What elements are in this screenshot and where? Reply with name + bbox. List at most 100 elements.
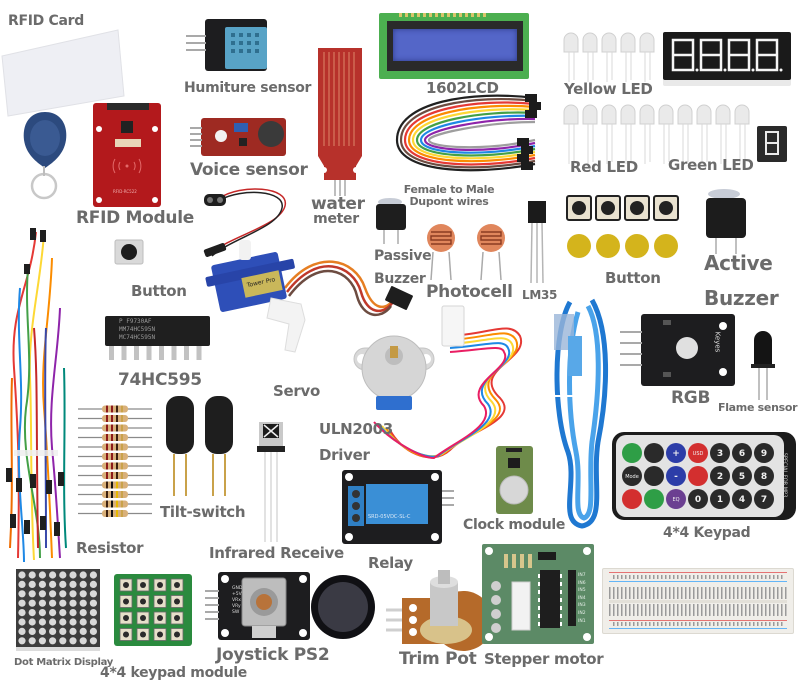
- matrix-dot: [89, 571, 97, 579]
- matrix-dot: [38, 627, 46, 635]
- matrix-dot: [59, 590, 67, 598]
- ir-remote: + - 0 3 2 1 6 5 4 9 8 7 Mode EQ USD: [612, 432, 796, 520]
- matrix-dot: [69, 627, 77, 635]
- keypad-module-label: 4*4 keypad module: [100, 665, 247, 681]
- red-led-label: Red LED: [570, 158, 638, 176]
- clock-module: [496, 446, 533, 514]
- breadboard: [602, 568, 794, 634]
- matrix-dot: [28, 637, 36, 645]
- passive-buzzer: [376, 198, 406, 244]
- yellow-leds: [563, 32, 655, 82]
- rfid-card: [1, 29, 125, 117]
- joystick-pin-vry: VRy: [232, 604, 241, 609]
- matrix-dot: [79, 609, 87, 617]
- remote-key-4: 4: [739, 495, 745, 505]
- matrix-dot: [18, 571, 26, 579]
- chip-text-line3: MC74HC595N: [119, 334, 156, 341]
- uln2003-label-line2: Driver: [319, 446, 370, 464]
- stepper-pin-in4: IN4: [578, 595, 586, 601]
- dupont-wires: [395, 94, 541, 172]
- joystick-module: GND +5V VRx VRy SW: [218, 572, 310, 640]
- lm35-sensor: [528, 201, 546, 284]
- rfid-module-label: RFID Module: [76, 208, 194, 228]
- keypad-module-key: [153, 595, 167, 608]
- remote-key-3: 3: [717, 449, 723, 459]
- resistor: [78, 434, 152, 441]
- rgb-board-text: Keyes: [713, 331, 722, 353]
- keypad-module-key: [170, 628, 184, 641]
- resistor: [78, 415, 152, 422]
- keypad-module-key: [136, 578, 150, 592]
- matrix-dot: [49, 580, 57, 588]
- matrix-dot: [49, 618, 57, 626]
- joystick-pin-sw: SW: [232, 610, 240, 615]
- relay-board-text: SRD-05VDC-SL-C: [368, 514, 411, 520]
- rfid-card-label: RFID Card: [8, 13, 84, 29]
- resistor: [78, 481, 152, 489]
- resistor: [78, 443, 152, 451]
- keypad-module-key: [119, 595, 133, 608]
- joystick-label: Joystick PS2: [216, 645, 330, 665]
- infrared-receive-label: Infrared Receive: [209, 544, 344, 562]
- infrared-receiver: [257, 422, 285, 542]
- jumper-wire-bundle: [6, 228, 67, 563]
- rgb-module: Keyes: [641, 314, 735, 386]
- matrix-dot: [89, 637, 97, 645]
- matrix-dot: [18, 580, 26, 588]
- matrix-dot: [18, 627, 26, 635]
- matrix-dot: [79, 590, 87, 598]
- keypad-module-key: [153, 628, 167, 641]
- matrix-dot: [18, 599, 26, 607]
- matrix-dot: [59, 571, 67, 579]
- stepper-pin-in7: IN7: [578, 573, 586, 578]
- resistors: [78, 405, 152, 517]
- matrix-dot: [69, 609, 77, 617]
- humiture-sensor: [205, 19, 267, 71]
- resistor: [78, 405, 152, 413]
- remote-key-7: 7: [761, 495, 767, 505]
- resistor: [78, 472, 152, 479]
- stepper-pin-in5: IN5: [578, 588, 586, 594]
- passive-buzzer-label-line1: Passive: [374, 248, 432, 264]
- resistor-label: Resistor: [76, 539, 144, 557]
- resistor: [78, 453, 152, 460]
- matrix-dot: [49, 590, 57, 598]
- matrix-dot: [28, 627, 36, 635]
- rgb-label: RGB: [671, 388, 711, 408]
- resistor: [78, 462, 152, 470]
- keypad-module-key: [153, 611, 167, 625]
- stepper-driver-board: IN7 IN6 IN5 IN4 IN3 IN2 IN1: [482, 544, 594, 644]
- matrix-dot: [59, 637, 67, 645]
- matrix-dot: [69, 580, 77, 588]
- matrix-dot: [79, 627, 87, 635]
- keypad-module-key: [119, 578, 133, 592]
- matrix-dot: [28, 599, 36, 607]
- matrix-dot: [59, 618, 67, 626]
- servo: Tower Pro: [205, 240, 413, 353]
- joystick-pin-5v: +5V: [232, 592, 242, 597]
- matrix-dot: [38, 599, 46, 607]
- keypad-module-key: [170, 595, 184, 608]
- remote-key-eq: EQ: [672, 497, 679, 503]
- relay-label: Relay: [368, 554, 413, 572]
- matrix-dot: [89, 609, 97, 617]
- matrix-dot: [18, 618, 26, 626]
- matrix-dot: [59, 609, 67, 617]
- uln2003-label-line1: ULN2003: [319, 420, 393, 438]
- matrix-dot: [38, 590, 46, 598]
- matrix-dot: [79, 599, 87, 607]
- flame-sensor-label: Flame sensor: [718, 401, 798, 414]
- remote-label: 4*4 Keypad: [663, 525, 751, 541]
- chip-text-line2: MM74HC595N: [119, 326, 156, 333]
- matrix-dot: [69, 599, 77, 607]
- matrix-dot: [89, 580, 97, 588]
- humiture-sensor-label: Humiture sensor: [184, 80, 312, 96]
- active-buzzer: [706, 189, 746, 254]
- joystick-pin-vrx: VRx: [232, 598, 241, 603]
- water-meter: [318, 48, 362, 196]
- rfid-board-text: RFID-RC522: [113, 189, 137, 194]
- matrix-dot: [89, 618, 97, 626]
- tactile-buttons: [566, 195, 679, 258]
- photocell-label: Photocell: [426, 282, 513, 302]
- remote-key-8: 8: [761, 472, 767, 482]
